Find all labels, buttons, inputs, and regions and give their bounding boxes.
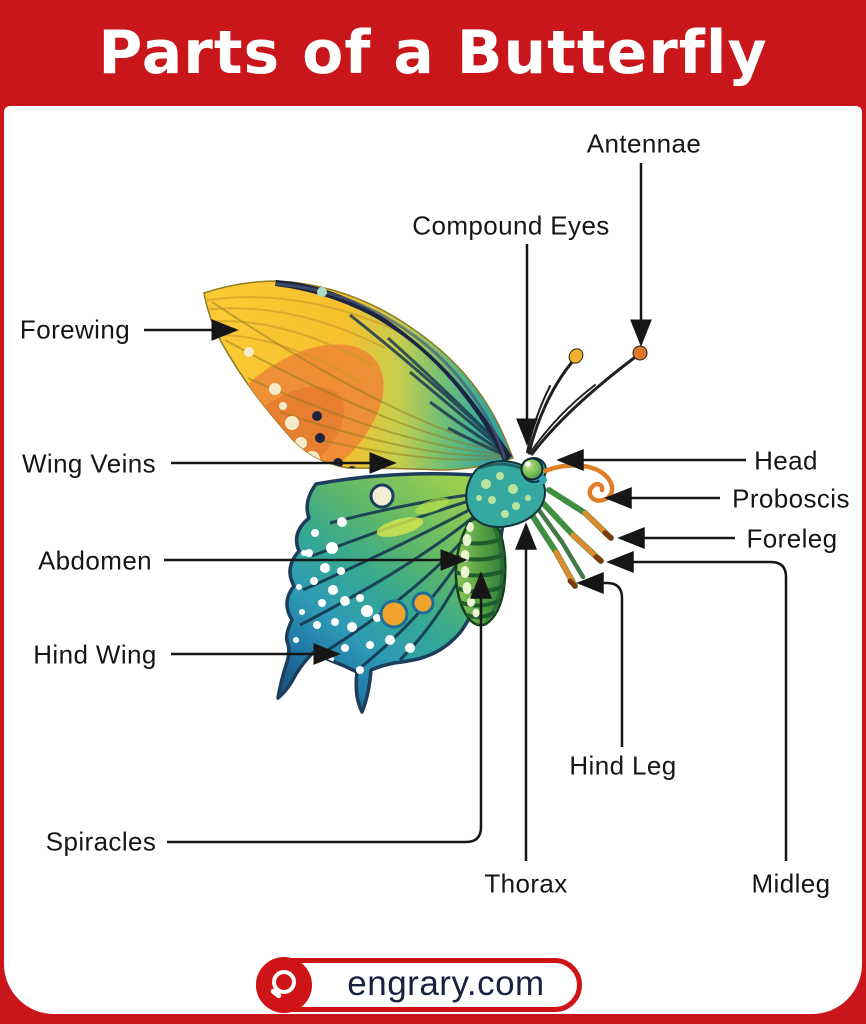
antennae-shape bbox=[526, 345, 648, 456]
line-hind-leg bbox=[576, 572, 624, 747]
line-spiracles bbox=[167, 571, 492, 844]
label-head: Head bbox=[754, 445, 818, 476]
compound-eye-shape bbox=[520, 457, 544, 481]
label-foreleg: Foreleg bbox=[746, 523, 838, 554]
line-midleg bbox=[606, 551, 788, 861]
label-forewing: Forewing bbox=[19, 314, 131, 345]
site-name: engrary.com bbox=[347, 964, 545, 1003]
proboscis-shape bbox=[542, 463, 615, 503]
label-hind-leg: Hind Leg bbox=[569, 750, 677, 781]
label-hind-wing: Hind Wing bbox=[33, 639, 157, 670]
label-midleg: Midleg bbox=[751, 868, 831, 899]
head-shape bbox=[520, 457, 547, 484]
page-title: Parts of a Butterfly bbox=[98, 18, 768, 88]
label-compound-eyes: Compound Eyes bbox=[412, 210, 610, 241]
label-wing-veins: Wing Veins bbox=[21, 448, 157, 479]
site-logo: engrary.com bbox=[256, 957, 582, 1013]
header-banner: Parts of a Butterfly bbox=[0, 0, 866, 106]
label-proboscis: Proboscis bbox=[732, 483, 850, 514]
leader-lines bbox=[144, 163, 788, 861]
label-thorax: Thorax bbox=[484, 868, 568, 899]
label-antennae: Antennae bbox=[586, 128, 702, 159]
label-abdomen: Abdomen bbox=[37, 545, 153, 576]
search-icon bbox=[272, 970, 296, 994]
legs-shape bbox=[527, 487, 614, 589]
logo-circle bbox=[256, 957, 312, 1013]
label-spiracles: Spiracles bbox=[45, 826, 157, 857]
